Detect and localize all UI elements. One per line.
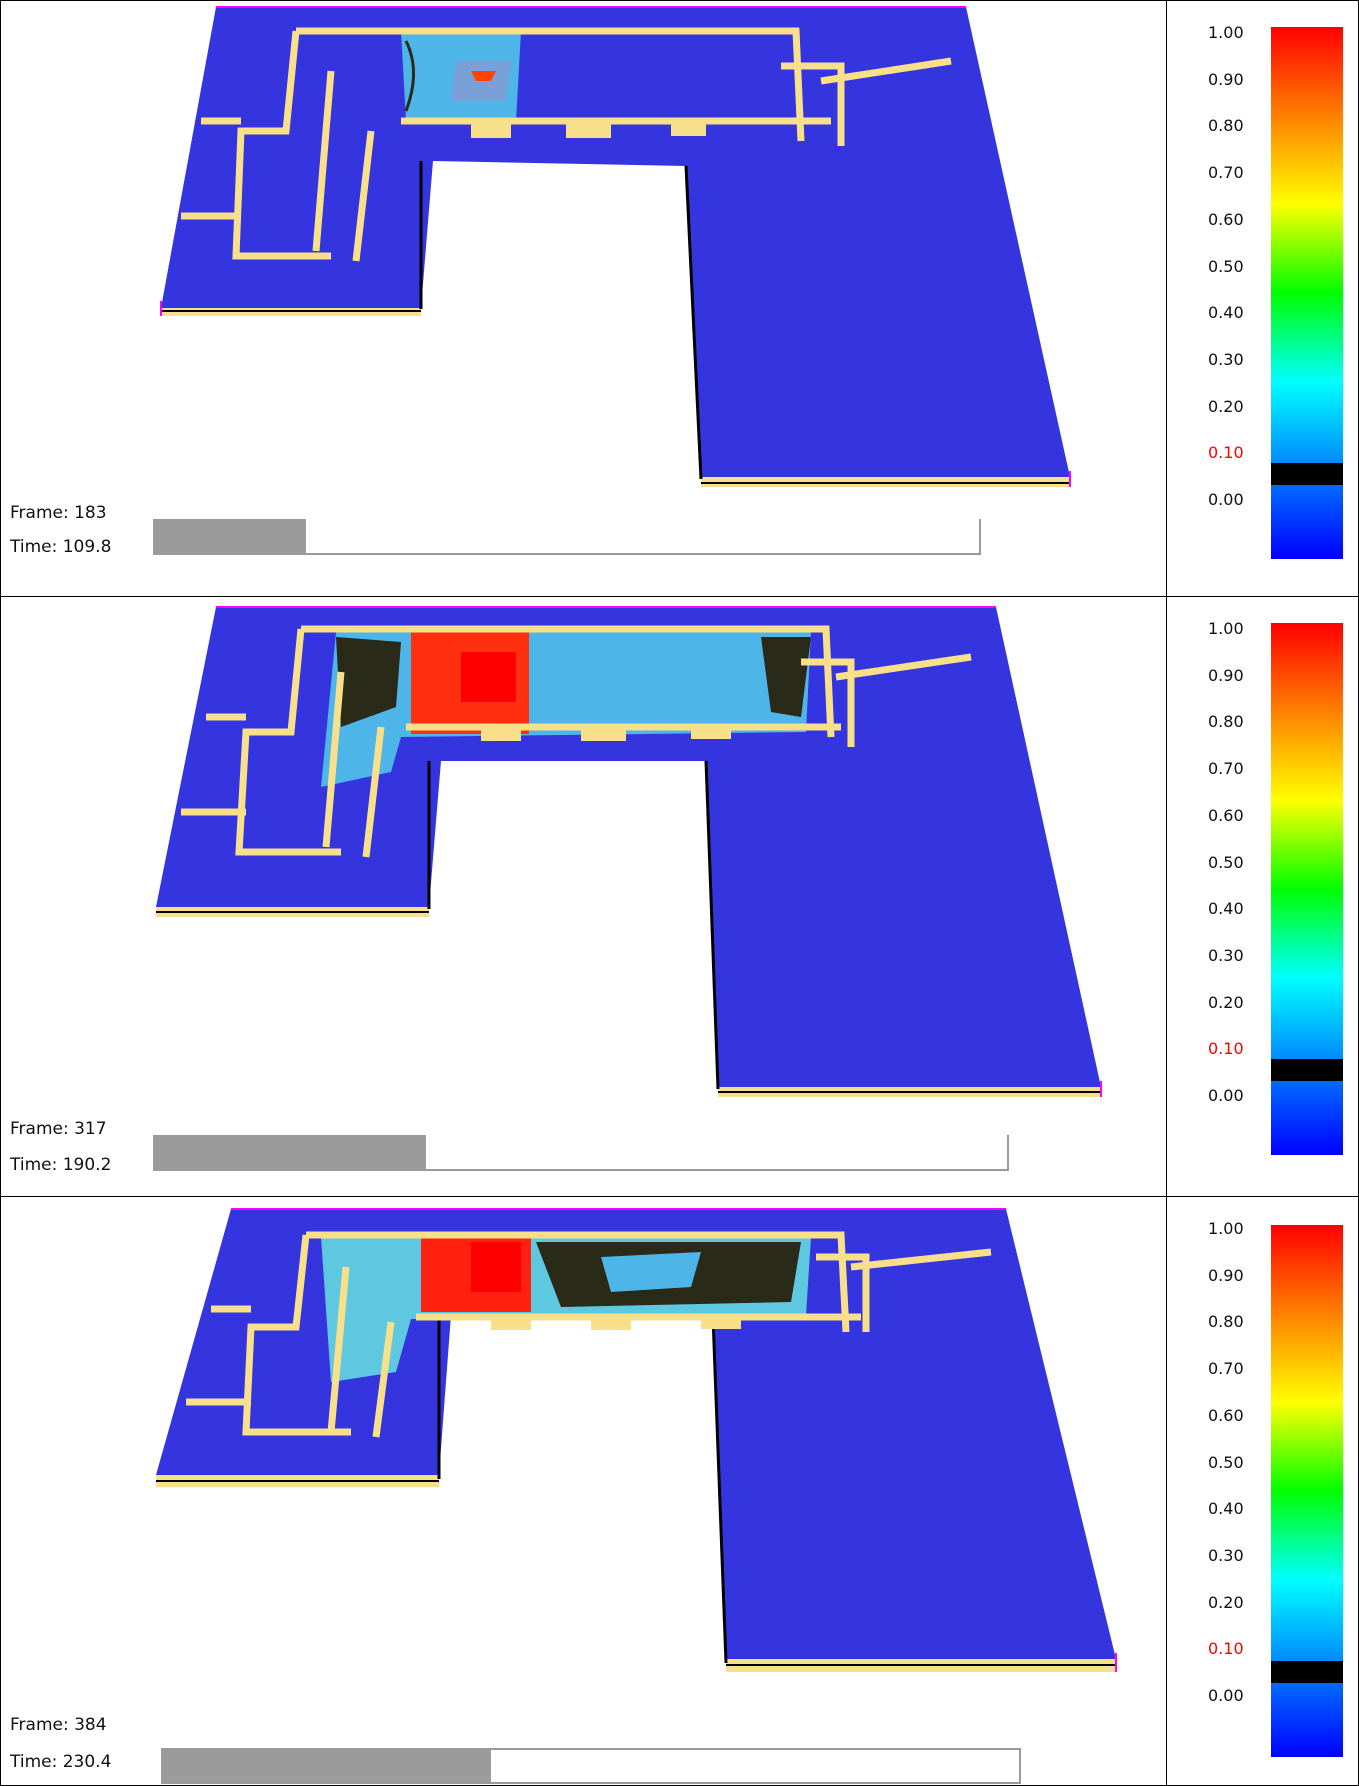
color-legend-1: 1.00 0.90 0.80 0.70 0.60 0.50 0.40 0.30 0.20 0.10… xyxy=(1168,1,1358,595)
colorbar xyxy=(1271,1225,1343,1757)
legend-tick-label: 0.80 xyxy=(1208,116,1244,136)
color-legend-2: 1.00 0.90 0.80 0.70 0.60 0.50 0.40 0.30 0.20 0.10… xyxy=(1168,597,1358,1195)
legend-tick-label: 0.00 xyxy=(1208,1086,1244,1105)
interior-walls xyxy=(181,27,952,262)
legend-tick-label: 0.60 xyxy=(1208,209,1244,229)
viewport-panel-2: Frame: 317 Time: 190.2 xyxy=(1,597,1165,1195)
time-readout: Time: 230.4 xyxy=(10,1752,112,1772)
frame-counter: Frame: 384 xyxy=(10,1715,107,1735)
legend-tick-label: 0.70 xyxy=(1208,163,1244,183)
legend-tick-label: 0.20 xyxy=(1208,396,1244,416)
legend-tick-label: 0.50 xyxy=(1208,1452,1244,1472)
legend-tick-label: 0.40 xyxy=(1208,899,1244,919)
legend-tick-label: 1.00 xyxy=(1208,23,1244,42)
legend-tick-label: 0.90 xyxy=(1208,1265,1244,1285)
divider-col xyxy=(1166,0,1167,1786)
legend-tick-label: 0.30 xyxy=(1208,349,1244,369)
playback-progress-bar[interactable] xyxy=(153,1135,1009,1171)
legend-tick-label: 0.20 xyxy=(1208,992,1244,1012)
legend-tick-label: 0.10 xyxy=(1208,443,1244,463)
legend-tick-label: 0.90 xyxy=(1208,69,1244,89)
scene-render-2 xyxy=(156,606,1102,1097)
legend-tick-label: 0.10 xyxy=(1208,1039,1244,1059)
legend-tick-label: 0.80 xyxy=(1208,1312,1244,1332)
time-readout: Time: 109.8 xyxy=(10,537,112,557)
colorbar xyxy=(1271,623,1343,1155)
cutoff-band xyxy=(1271,463,1343,485)
legend-tick-label: 0.30 xyxy=(1208,1545,1244,1565)
playback-progress-bar[interactable] xyxy=(153,519,981,555)
cutoff-band xyxy=(1271,1661,1343,1683)
legend-tick-label: 0.50 xyxy=(1208,852,1244,872)
color-legend-3: 1.00 0.90 0.80 0.70 0.60 0.50 0.40 0.30 0.20 0.10… xyxy=(1168,1197,1358,1785)
legend-tick-label: 0.50 xyxy=(1208,256,1244,276)
legend-tick-label: 0.90 xyxy=(1208,665,1244,685)
legend-tick-label: 0.70 xyxy=(1208,759,1244,779)
progress-fill xyxy=(153,519,306,553)
frame-counter: Frame: 183 xyxy=(10,503,107,523)
legend-tick-label: 0.60 xyxy=(1208,805,1244,825)
progress-fill xyxy=(161,1750,492,1782)
legend-tick-label: 0.20 xyxy=(1208,1592,1244,1612)
legend-tick-label: 1.00 xyxy=(1208,619,1244,638)
divider-row-1 xyxy=(0,596,1359,597)
legend-tick-label: 0.00 xyxy=(1208,1686,1244,1705)
legend-tick-label: 0.10 xyxy=(1208,1639,1244,1659)
time-readout: Time: 190.2 xyxy=(10,1155,112,1175)
scene-render-1 xyxy=(160,6,1071,487)
viewport-panel-3: Frame: 384 Time: 230.4 xyxy=(1,1197,1165,1785)
colorbar xyxy=(1271,27,1343,559)
legend-tick-label: 1.00 xyxy=(1208,1219,1244,1238)
scene-render-3 xyxy=(156,1208,1117,1672)
frame-counter: Frame: 317 xyxy=(10,1119,107,1139)
cutoff-band xyxy=(1271,1059,1343,1081)
divider-row-2 xyxy=(0,1196,1359,1197)
viewport-panel-1: Frame: 183 Time: 109.8 xyxy=(1,1,1165,595)
legend-tick-label: 0.60 xyxy=(1208,1405,1244,1425)
legend-tick-label: 0.40 xyxy=(1208,303,1244,323)
legend-tick-label: 0.80 xyxy=(1208,712,1244,732)
progress-fill xyxy=(153,1135,427,1169)
legend-tick-label: 0.00 xyxy=(1208,490,1244,509)
legend-tick-label: 0.40 xyxy=(1208,1499,1244,1519)
legend-tick-label: 0.70 xyxy=(1208,1359,1244,1379)
floor-slab xyxy=(161,7,1070,477)
playback-progress-bar[interactable] xyxy=(161,1748,1021,1784)
legend-tick-label: 0.30 xyxy=(1208,945,1244,965)
